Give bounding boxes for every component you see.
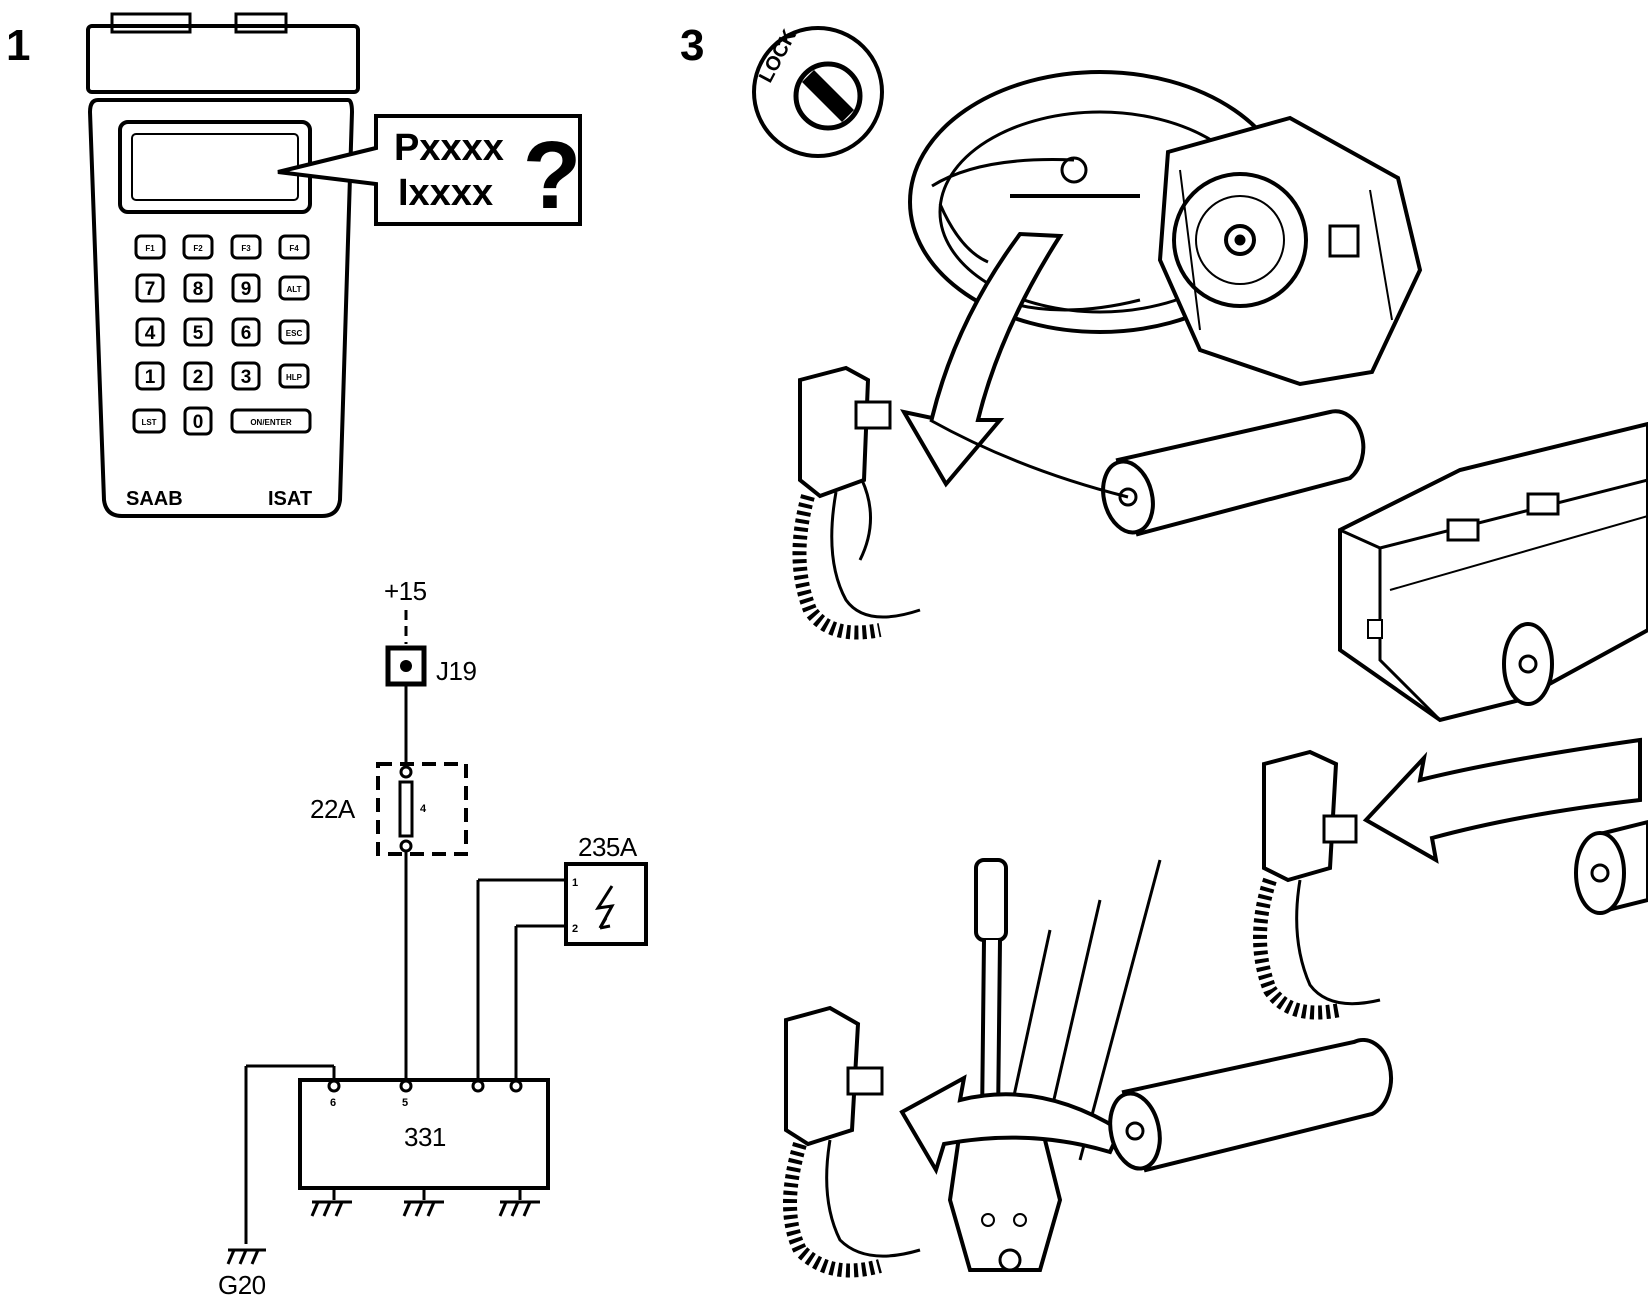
- tester-body: [87, 98, 355, 518]
- key-f3[interactable]: [230, 234, 262, 260]
- key-f4-label: F4: [289, 244, 299, 253]
- key-0-label: 0: [193, 412, 204, 433]
- key-8[interactable]: [183, 273, 213, 303]
- key-esc-label: ESC: [286, 329, 303, 338]
- passenger-airbag-module: [1338, 421, 1648, 723]
- key-1[interactable]: [135, 361, 165, 391]
- dummy-load-cylinder-lower: [1108, 1038, 1393, 1173]
- key-7[interactable]: [135, 273, 165, 303]
- key-1-label: 1: [145, 367, 156, 388]
- key-3[interactable]: [231, 361, 261, 391]
- key-hlp[interactable]: [278, 363, 310, 389]
- callout-line-2: Ixxxx: [398, 172, 493, 214]
- key-4[interactable]: [135, 317, 165, 347]
- question-mark-icon: ?: [523, 122, 582, 229]
- tester-function-keys: F1 F2 F3 F4: [134, 234, 310, 260]
- key-6[interactable]: [231, 317, 261, 347]
- sensor-label: 235A: [578, 832, 638, 862]
- fuse-symbol: [398, 780, 414, 838]
- key-9-label: 9: [241, 279, 252, 300]
- panel-1-number: 1: [6, 21, 30, 70]
- tester-brand-isat: ISAT: [268, 488, 312, 510]
- steering-column: [947, 858, 1162, 1272]
- key-8-label: 8: [193, 279, 204, 300]
- ground-symbol: [498, 1188, 540, 1217]
- driver-airbag-module: [1157, 115, 1423, 387]
- key-9[interactable]: [231, 273, 261, 303]
- key-on-enter[interactable]: [230, 408, 312, 434]
- module-pin-6: 6: [330, 1097, 336, 1109]
- ground-symbol-g20: [226, 1248, 266, 1265]
- ground-label: G20: [218, 1270, 266, 1300]
- key-5[interactable]: [183, 317, 213, 347]
- display-callout: Pxxxx Ixxxx ?: [277, 114, 582, 229]
- arrow-icon: [899, 1074, 1123, 1175]
- key-4-label: 4: [145, 323, 156, 344]
- tester-connector-plug: [110, 12, 192, 34]
- tester-keypad: 7 8 9 ALT 4 5 6 ESC 1 2 3 HLP LST 0 ON/E…: [132, 273, 312, 436]
- panel-3-number: 3: [680, 21, 704, 70]
- key-0[interactable]: [183, 406, 213, 436]
- module-label: 331: [404, 1122, 446, 1152]
- airbag-connector-lower: [783, 1005, 921, 1278]
- fuse-box-label: 22A: [310, 794, 356, 824]
- key-2-label: 2: [193, 367, 204, 388]
- ground-symbol: [310, 1188, 352, 1217]
- tester-brand-saab: SAAB: [126, 488, 183, 510]
- key-3-label: 3: [241, 367, 252, 388]
- key-7-label: 7: [145, 279, 156, 300]
- crash-sensor-235a: [564, 862, 648, 946]
- arrow-icon: [899, 231, 1064, 488]
- key-f1-label: F1: [145, 244, 155, 253]
- wiring-diagram: [226, 610, 648, 1265]
- key-on-enter-label: ON/ENTER: [250, 418, 292, 427]
- key-5-label: 5: [193, 323, 204, 344]
- ground-symbol: [402, 1188, 444, 1217]
- key-lst[interactable]: [132, 408, 166, 434]
- fuse-number: 4: [420, 803, 427, 815]
- sensor-pin-2: 2: [572, 923, 578, 935]
- dummy-load-cylinder-upper: [929, 409, 1366, 537]
- key-alt-label: ALT: [287, 285, 302, 294]
- key-f2[interactable]: [182, 234, 214, 260]
- connector-j19-label: J19: [436, 656, 476, 686]
- key-2[interactable]: [183, 361, 213, 391]
- callout-line-1: Pxxxx: [394, 127, 504, 169]
- supply-label: +15: [384, 576, 427, 606]
- key-lst-label: LST: [141, 418, 156, 427]
- key-alt[interactable]: [278, 275, 310, 301]
- key-6-label: 6: [241, 323, 252, 344]
- key-f4[interactable]: [278, 234, 310, 260]
- fuse-box-22a: [376, 762, 468, 856]
- key-f2-label: F2: [193, 244, 203, 253]
- airbag-connector-upper: [792, 365, 921, 640]
- key-f1[interactable]: [134, 234, 166, 260]
- tester-connector-head: [86, 24, 360, 94]
- ignition-lock-icon: LOCK: [752, 25, 884, 158]
- airbag-connector-right: [1253, 749, 1381, 1020]
- key-f3-label: F3: [241, 244, 251, 253]
- arrow-icon: [1362, 737, 1642, 864]
- key-hlp-label: HLP: [286, 373, 303, 382]
- module-pin-5: 5: [402, 1097, 408, 1109]
- dummy-load-cylinder-right: [1574, 819, 1648, 915]
- sensor-pin-1: 1: [572, 877, 578, 889]
- key-esc[interactable]: [278, 319, 310, 345]
